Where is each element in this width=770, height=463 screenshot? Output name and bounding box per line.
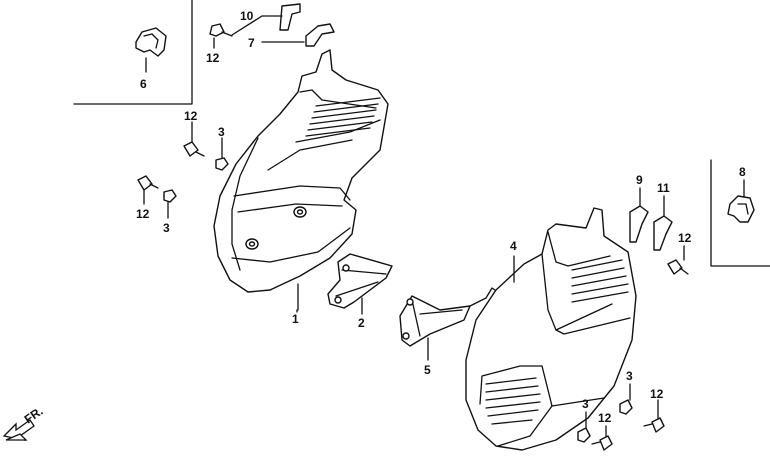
nut-3-bottom-right — [619, 383, 633, 415]
nut-3-left-lower — [163, 189, 177, 219]
label-part-12-a: 12 — [206, 51, 220, 65]
bolt-12-bottom-left — [591, 425, 613, 451]
label-part-8: 8 — [739, 165, 746, 179]
inset-box-right — [710, 159, 770, 267]
bracket-part-9 — [629, 187, 649, 243]
label-part-12-f: 12 — [598, 411, 612, 425]
bolt-12-left-lower — [137, 175, 159, 205]
nut-3-bottom-left — [577, 411, 591, 443]
bolt-12-left-upper — [183, 121, 205, 157]
label-part-12-e: 12 — [650, 387, 664, 401]
bracket-part-5 — [399, 287, 499, 361]
label-part-2: 2 — [358, 316, 365, 330]
clip-part-8 — [727, 179, 755, 223]
left-cover-part-1 — [213, 49, 389, 311]
label-part-3-c: 3 — [626, 369, 633, 383]
label-part-6: 6 — [140, 77, 147, 91]
label-part-11: 11 — [657, 181, 670, 195]
nut-3-left-upper — [215, 137, 229, 171]
label-part-5: 5 — [424, 363, 431, 377]
label-part-3-a: 3 — [218, 125, 225, 139]
bolt-12-right — [667, 245, 689, 275]
bracket-part-11 — [653, 195, 673, 251]
label-part-3-d: 3 — [582, 397, 589, 411]
right-cover-part-4 — [465, 207, 637, 451]
bracket-part-7 — [261, 23, 335, 47]
label-part-4: 4 — [510, 239, 517, 253]
label-part-10: 10 — [240, 9, 254, 23]
label-part-12-d: 12 — [678, 231, 692, 245]
bolt-top — [209, 23, 233, 49]
label-part-12-b: 12 — [184, 109, 198, 123]
label-part-7: 7 — [248, 36, 255, 50]
front-direction-arrow: FR. — [2, 404, 46, 442]
bracket-part-2 — [327, 253, 393, 315]
inset-box-left — [73, 0, 193, 105]
label-part-3-b: 3 — [163, 221, 170, 235]
label-part-12-c: 12 — [136, 207, 150, 221]
bracket-part-10 — [231, 3, 301, 36]
clip-part-6 — [135, 27, 167, 73]
bolt-12-bottom-right — [643, 399, 665, 433]
label-part-9: 9 — [636, 173, 643, 187]
label-part-1: 1 — [292, 312, 299, 326]
